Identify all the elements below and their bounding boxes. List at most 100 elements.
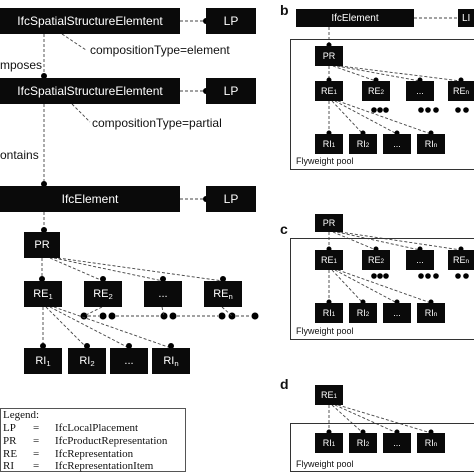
spatial-structure-node-top: IfcSpatialStructureElemtent — [0, 8, 180, 34]
panel-d-pool-label: Flyweight pool — [296, 459, 354, 469]
connector-dot — [100, 276, 106, 282]
panel-b-item-link-dot — [418, 107, 424, 113]
panel-c-representation-item-node-ellipsis: ... — [383, 303, 411, 323]
panel-b-item-link-dot — [455, 107, 461, 113]
representation-link-dot — [41, 227, 47, 233]
connector-dot — [126, 343, 132, 349]
panel-c-letter: c — [280, 221, 288, 237]
panel-b-representation-node-1-label: RE — [320, 86, 334, 96]
panel-c-item-link-dot — [425, 273, 431, 279]
containment-link-dot — [41, 181, 47, 187]
composition-type-partial-label: compositionType=partial — [92, 116, 222, 130]
item-link — [221, 306, 233, 317]
item-link — [161, 306, 165, 317]
panel-b-representation-item-node-2-label: RI — [356, 139, 366, 149]
representation-link — [49, 257, 104, 282]
connector-dot — [160, 276, 166, 282]
panel-d-item-link — [334, 404, 398, 434]
panel-b-representation-item-node-n-label: RI — [424, 139, 434, 149]
panel-d-item-link — [331, 404, 364, 434]
item-link-dot — [169, 312, 177, 320]
panel-b-representation-item-node-ellipsis: ... — [383, 134, 411, 154]
item-link-dot — [218, 312, 226, 320]
panel-b-item-link — [337, 100, 432, 135]
local-placement-node-element: LP — [206, 186, 256, 212]
panel-c-pool-label: Flyweight pool — [296, 326, 354, 336]
decomposition-link-dot — [41, 73, 47, 79]
panel-c-product-representation-node: PR — [315, 214, 343, 232]
panel-c-representation-link — [332, 231, 377, 251]
panel-c-representation-link — [336, 231, 421, 251]
item-link — [49, 306, 130, 349]
panel-b-item-link-dot — [463, 107, 469, 113]
item-link — [83, 306, 103, 317]
representation-item-node-1-label: RI — [35, 355, 47, 367]
panel-b-letter: b — [280, 2, 289, 18]
panel-c-representation-item-node-n-label: RI — [424, 308, 434, 318]
legend-full-name: IfcLocalPlacement — [55, 422, 139, 434]
representation-link — [53, 257, 164, 282]
panel-d-representation-item-node-n-label: RI — [424, 438, 434, 448]
connector-dot — [39, 276, 45, 282]
panel-b-local-placement-node: LI — [458, 9, 474, 27]
representation-node-n-label: RE — [213, 288, 229, 300]
panel-d-flyweight-pool — [290, 423, 474, 472]
panel-b-representation-node-2-label: RE — [367, 86, 381, 96]
spatial-structure-node-mid: IfcSpatialStructureElemtent — [0, 78, 180, 104]
panel-b-representation-link — [336, 65, 421, 82]
panel-c-item-link-dot — [463, 273, 469, 279]
panel-c-representation-item-node-2-label: RI — [356, 308, 366, 318]
legend-title: Legend: — [3, 409, 40, 421]
product-representation-node: PR — [24, 232, 60, 258]
panel-d-representation-item-node-ellipsis: ... — [383, 433, 411, 453]
local-placement-node-top: LP — [206, 8, 256, 34]
connector-dot — [84, 343, 90, 349]
representation-node-2-label: RE — [93, 288, 109, 300]
panel-b-item-link-dot — [425, 107, 431, 113]
panel-b-representation-link — [339, 65, 462, 82]
panel-c-representation-item-node-1-label: RI — [322, 308, 332, 318]
legend-abbr: PR — [3, 435, 17, 447]
legend-full-name: IfcRepresentationItem — [55, 460, 154, 472]
panel-b-item-link-dot — [383, 107, 389, 113]
panel-d-letter: d — [280, 376, 289, 392]
panel-b-representation-node-ellipsis: ... — [406, 81, 434, 101]
panel-c-item-link-dot — [433, 273, 439, 279]
local-placement-node-mid: LP — [206, 78, 256, 104]
legend-full-name: IfcRepresentation — [55, 448, 134, 460]
panel-c-item-link-dot — [377, 273, 383, 279]
legend-full-name: IfcProductRepresentation — [55, 435, 168, 447]
legend-row-lp: LP = IfcLocalPlacement — [3, 422, 185, 435]
legend-abbr: RI — [3, 460, 14, 472]
panel-b-representation-link — [332, 65, 377, 82]
contains-label: ontains — [0, 148, 39, 162]
panel-b-representation-node-n-label: RE — [452, 86, 466, 96]
item-link-dot — [160, 312, 168, 320]
panel-d-representation-item-node-1-label: RI — [322, 438, 332, 448]
panel-b-item-link-dot — [433, 107, 439, 113]
legend-abbr: RE — [3, 448, 18, 460]
panel-b-flyweight-pool — [290, 39, 474, 170]
legend-equals: = — [33, 435, 40, 447]
panel-c-item-link-dot — [383, 273, 389, 279]
panel-c-representation-node-1-label: RE — [320, 255, 334, 265]
composition-annotation-link — [71, 103, 91, 123]
representation-node-ellipsis: ... — [144, 281, 182, 307]
legend-equals: = — [33, 448, 40, 460]
